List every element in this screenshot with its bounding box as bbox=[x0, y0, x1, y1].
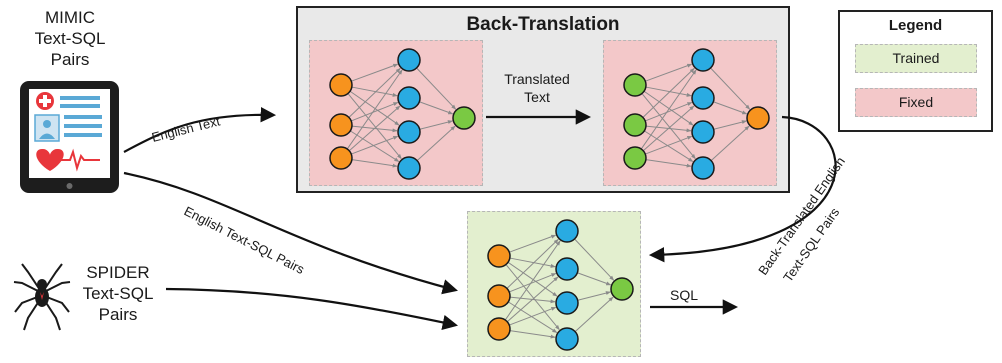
network-edge bbox=[574, 238, 615, 281]
network-edge bbox=[351, 101, 399, 122]
translated-text-line1: Translated bbox=[504, 71, 570, 87]
network-edge bbox=[419, 120, 453, 130]
network-edge bbox=[508, 301, 558, 334]
network-edge bbox=[577, 272, 612, 286]
network-edge bbox=[509, 257, 556, 268]
trained-network bbox=[487, 219, 634, 351]
network-edge bbox=[507, 261, 558, 297]
input-node bbox=[623, 73, 647, 97]
english-text-label: English Text bbox=[150, 113, 222, 145]
hidden-node bbox=[691, 48, 715, 72]
output-node bbox=[452, 106, 476, 130]
network-edge bbox=[642, 67, 695, 118]
output-node bbox=[746, 106, 770, 130]
network-edge bbox=[416, 125, 456, 161]
input-node bbox=[329, 146, 353, 170]
network-edge bbox=[347, 93, 402, 160]
network-edge bbox=[577, 291, 611, 301]
spider-title: SPIDER Text-SQL Pairs bbox=[68, 262, 168, 325]
spider-title-line3: Pairs bbox=[98, 305, 138, 324]
network-edge bbox=[348, 105, 401, 152]
hidden-node bbox=[691, 156, 715, 180]
input-node bbox=[329, 113, 353, 137]
network-edge bbox=[504, 240, 561, 321]
network-edge bbox=[351, 86, 398, 97]
mimic-title: MIMIC Text-SQL Pairs bbox=[20, 7, 120, 70]
hidden-node bbox=[555, 291, 579, 315]
network-edge bbox=[509, 306, 557, 326]
network-edge bbox=[713, 101, 748, 115]
network-edge bbox=[642, 105, 695, 152]
network-edge bbox=[710, 125, 750, 161]
network-edge bbox=[509, 234, 557, 253]
legend-title: Legend bbox=[888, 17, 943, 34]
input-node bbox=[623, 113, 647, 137]
hidden-node bbox=[555, 219, 579, 243]
input-node bbox=[487, 244, 511, 268]
hidden-node bbox=[555, 257, 579, 281]
network-edge bbox=[416, 67, 457, 110]
network-edge bbox=[645, 159, 692, 168]
back-translation-title: Back-Translation bbox=[466, 14, 620, 35]
hidden-node bbox=[397, 156, 421, 180]
mimic-title-line1: MIMIC bbox=[44, 8, 96, 27]
network-edge bbox=[574, 296, 614, 332]
legend-fixed: Fixed bbox=[855, 88, 977, 117]
spider-icon bbox=[13, 263, 71, 331]
network-edge bbox=[506, 276, 559, 323]
hidden-node bbox=[397, 48, 421, 72]
input-node bbox=[329, 73, 353, 97]
hidden-node bbox=[691, 120, 715, 144]
network-edge bbox=[640, 69, 697, 150]
fixed-network-2 bbox=[623, 48, 770, 180]
network-edge bbox=[645, 86, 692, 97]
network-edge bbox=[506, 238, 559, 289]
network-edge bbox=[419, 101, 454, 115]
network-edge bbox=[350, 130, 400, 163]
network-edge bbox=[351, 135, 399, 155]
network-edge bbox=[346, 69, 403, 150]
network-edge bbox=[509, 272, 557, 293]
id-card-icon bbox=[34, 114, 60, 142]
sql-label: SQL bbox=[670, 287, 698, 303]
input-node bbox=[487, 317, 511, 341]
network-edge bbox=[710, 67, 751, 110]
mimic-title-line2: Text-SQL bbox=[34, 29, 106, 48]
hidden-node bbox=[555, 327, 579, 351]
translated-text-line2: Text bbox=[524, 89, 550, 105]
network-edge bbox=[351, 63, 399, 82]
network-edge bbox=[348, 67, 401, 118]
input-node bbox=[487, 284, 511, 308]
network-edge bbox=[645, 101, 693, 122]
fixed-network-1 bbox=[329, 48, 476, 180]
hidden-node bbox=[397, 120, 421, 144]
tablet-icon bbox=[20, 81, 119, 193]
hidden-node bbox=[397, 86, 421, 110]
heart-icon bbox=[36, 148, 64, 171]
network-edge bbox=[509, 330, 556, 339]
network-edge bbox=[645, 63, 693, 82]
network-edge bbox=[713, 120, 747, 130]
network-edge bbox=[644, 130, 694, 163]
mimic-title-line3: Pairs bbox=[50, 50, 90, 69]
output-node bbox=[610, 277, 634, 301]
spider-title-line2: Text-SQL bbox=[82, 284, 154, 303]
network-edge bbox=[349, 90, 400, 126]
legend-trained: Trained bbox=[855, 44, 977, 73]
network-edge bbox=[643, 90, 694, 126]
medical-cross-icon bbox=[36, 92, 54, 110]
legend: Legend Trained Fixed bbox=[838, 10, 993, 132]
spider-title-line1: SPIDER bbox=[86, 263, 150, 282]
network-edge bbox=[505, 264, 560, 331]
hidden-node bbox=[691, 86, 715, 110]
network-edge bbox=[641, 93, 696, 160]
input-node bbox=[623, 146, 647, 170]
network-edge bbox=[351, 159, 398, 168]
network-edge bbox=[645, 135, 693, 155]
